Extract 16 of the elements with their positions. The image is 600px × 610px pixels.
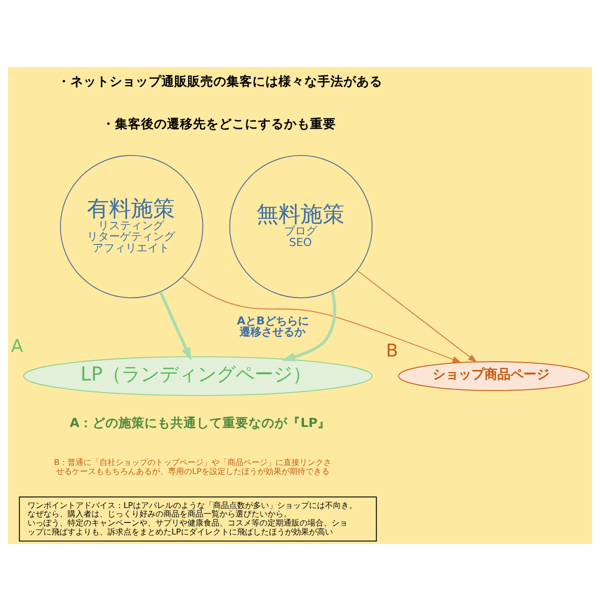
node-label: A [11,336,24,356]
node-circle: 無料施策 ブログ SEO [229,154,373,298]
label: B：普通に「自社ショップのトップページ」や「商品ページ」に直接リンクさせるケースももちろんあるが、専用のLPを設定したほうが効果が期待できる [54,456,332,476]
arrow [356,270,478,362]
arrow [182,276,462,362]
label: AとBどちらに遷移させるか [236,314,309,338]
arrow [159,290,192,360]
node-label: B [386,340,398,361]
node-box: ワンポイントアドバイス：LPはアパレルのような「商品点数が多い」ショップには不向き。 なぜなら、購入者は、じっくり好みの商品を商品一覧から選びたいから。 いっぽう、特定のキャンペーンや、サプリや健康食品、コスメ等の定期通販の場合、ショップに飛ばすよりも、訴求点をまとめたLPにダイレクトに飛ばしたほうが効果が高い [18,496,377,541]
label: ・ネットショップ通販販売の集客には様々な手法がある [57,72,382,88]
arrow [282,290,336,361]
label: A：どの施策にも共通して重要なのが『LP』 [70,414,331,430]
node-circle: 有料施策 リスティング リターゲティング アフィリエイト [60,154,204,298]
node-ellipse: LP（ランディングページ） [23,356,373,396]
node-ellipse: ショップ商品ページ [398,360,590,390]
label: ・集客後の遷移先をどこにするかも重要 [102,116,336,131]
